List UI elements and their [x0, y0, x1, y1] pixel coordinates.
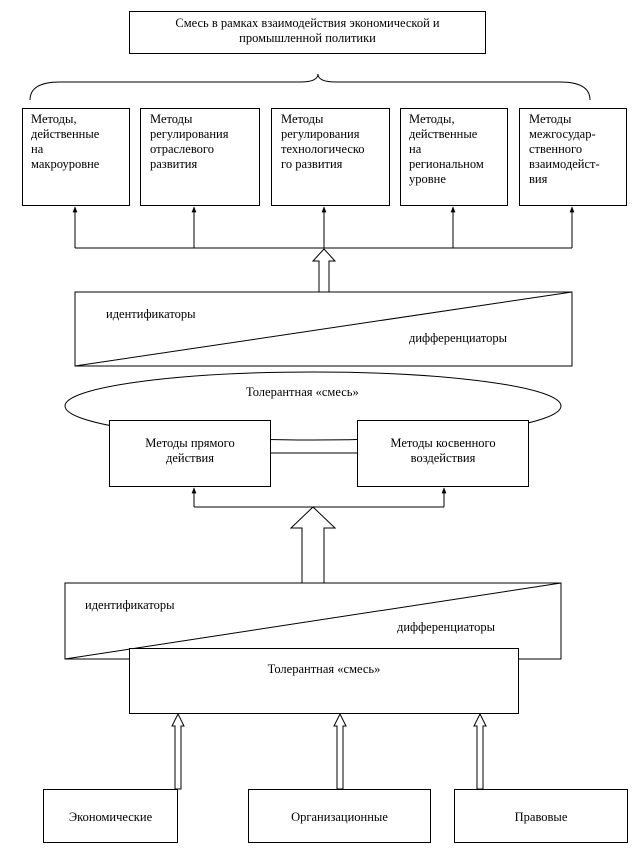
source-box-organizational: Организационные: [248, 789, 431, 843]
method-line: регулирования: [150, 127, 229, 141]
method-line: вия: [529, 172, 548, 186]
indirect-methods-box: Методы косвенного воздействия: [357, 420, 529, 487]
method-line: на: [31, 142, 44, 156]
method-line: макроуровне: [31, 157, 100, 171]
indirect-line: Методы косвенного: [390, 436, 496, 450]
title-box: Смесь в рамках взаимодействия экономичес…: [129, 11, 486, 54]
brace: [29, 73, 591, 101]
method-box-macro: Методы, действенные на макроуровне: [22, 108, 130, 206]
tolerant-upper-label: Толерантная «смесь»: [246, 385, 359, 399]
indirect-line: воздействия: [410, 451, 476, 465]
hollow-arrow-organizational: [333, 712, 347, 790]
method-line: отраслевого: [150, 142, 214, 156]
method-line: на: [409, 142, 422, 156]
method-line: Методы: [150, 112, 193, 126]
source-label: Правовые: [514, 810, 568, 824]
source-label: Экономические: [68, 810, 153, 824]
split-arrows: [191, 487, 447, 508]
distribution-arrows: [72, 206, 575, 249]
method-box-technological: Методы регулирования технологическо го р…: [271, 108, 390, 206]
upper-identifiers-label: идентификаторы: [106, 307, 196, 321]
method-box-regional: Методы, действенные на региональном уров…: [400, 108, 508, 206]
hollow-arrow-upper: [311, 248, 337, 293]
hollow-arrow-economic: [171, 712, 185, 790]
upper-differentiators-label: дифференциаторы: [409, 331, 508, 345]
lower-identifiers-label: идентификаторы: [85, 598, 175, 612]
tolerant-lower-box: Толерантная «смесь»: [129, 648, 519, 714]
direct-line: действия: [166, 451, 214, 465]
method-line: Методы,: [409, 112, 455, 126]
direct-methods-box: Методы прямого действия: [109, 420, 271, 487]
tolerant-lower-label: Толерантная «смесь»: [267, 662, 381, 676]
source-box-legal: Правовые: [454, 789, 628, 843]
method-line: Методы: [529, 112, 572, 126]
method-line: ственного: [529, 142, 583, 156]
method-line: Методы: [281, 112, 324, 126]
method-line: Методы,: [31, 112, 77, 126]
method-line: действенные: [31, 127, 100, 141]
title-text: Смесь в рамках взаимодействия экономичес…: [175, 16, 440, 45]
method-line: развития: [150, 157, 198, 171]
tolerant-ellipse: [64, 371, 562, 441]
upper-block-diagonal: [74, 291, 573, 367]
lower-block-diagonal: [64, 582, 562, 660]
method-line: го развития: [281, 157, 343, 171]
method-line: взаимодейст-: [529, 157, 600, 171]
method-line: регулирования: [281, 127, 360, 141]
method-box-interstate: Методы межгосудар- ственного взаимодейст…: [519, 108, 627, 206]
method-line: региональном: [409, 157, 484, 171]
lower-differentiators-label: дифференциаторы: [397, 620, 496, 634]
hollow-arrow-legal: [473, 712, 487, 790]
direct-line: Методы прямого: [145, 436, 235, 450]
hollow-arrow-middle: [289, 506, 337, 584]
source-label: Организационные: [291, 810, 388, 824]
method-line: действенные: [409, 127, 478, 141]
method-line: межгосудар-: [529, 127, 596, 141]
method-box-sectoral: Методы регулирования отраслевого развити…: [140, 108, 260, 206]
method-line: технологическо: [281, 142, 365, 156]
source-box-economic: Экономические: [43, 789, 178, 843]
method-line: уровне: [409, 172, 446, 186]
